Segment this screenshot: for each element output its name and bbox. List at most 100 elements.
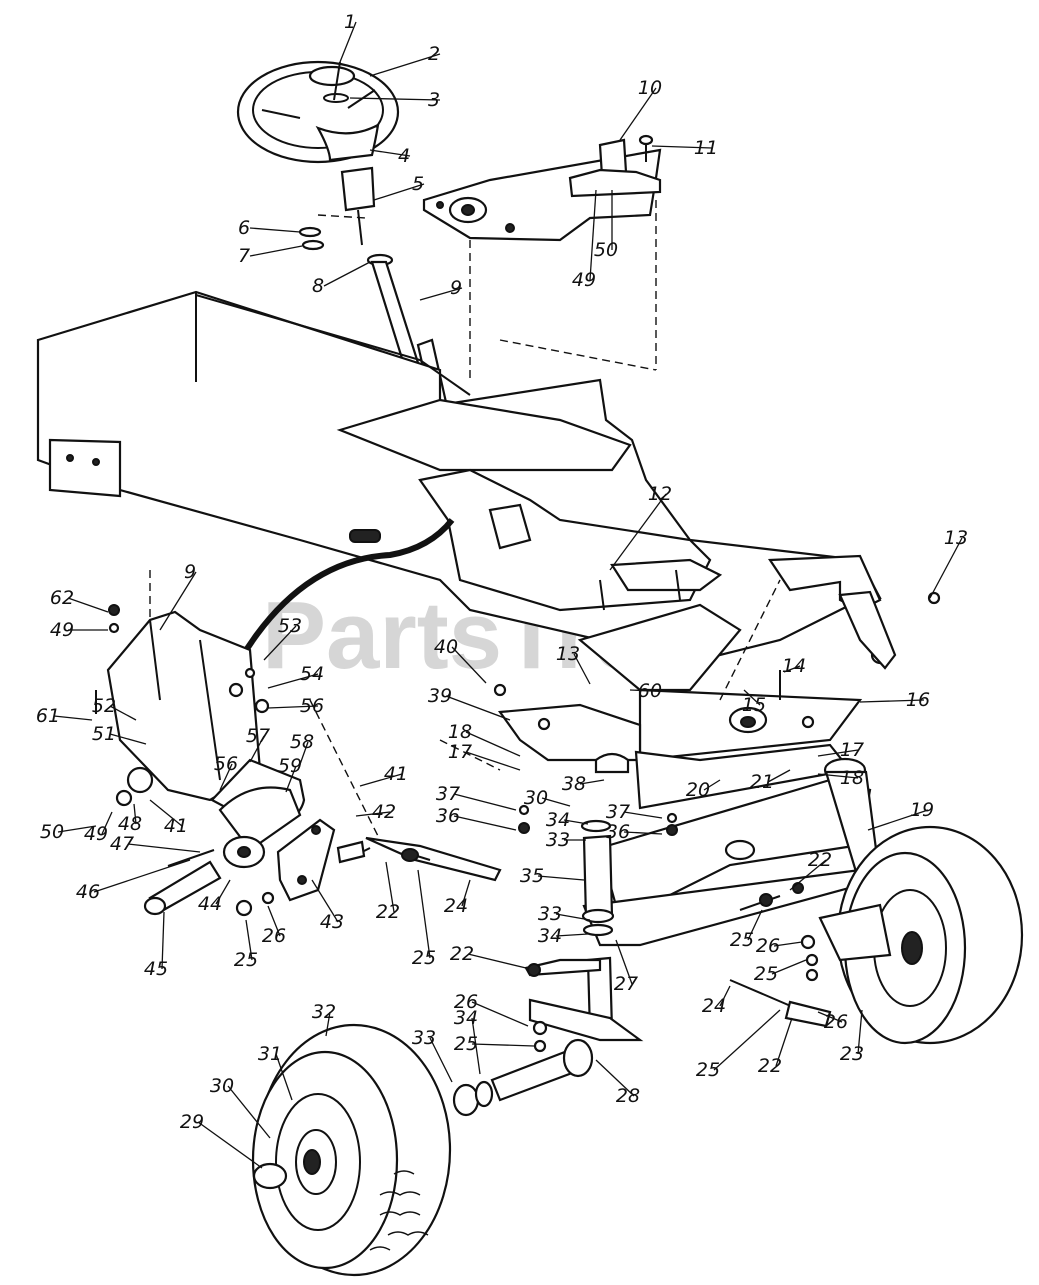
leader-line-c1 [339,21,357,63]
throttle-cable [237,518,455,662]
callout-c36a: 36 [436,805,460,827]
leader-line-c56b [219,763,233,791]
leader-line-c14 [783,665,801,673]
leader-line-c41b [359,773,403,787]
callout-c10: 10 [638,77,662,99]
callout-c8: 8 [312,275,324,297]
leader-line-c17b [817,749,859,757]
dash-support-bracket [422,138,662,242]
leader-line-c9b [159,571,197,631]
callout-c52: 52 [92,695,116,717]
callout-c34c: 34 [454,1007,478,1029]
callout-c26b: 26 [756,935,780,957]
leader-line-c26b [773,941,803,947]
callout-c25f: 25 [454,1033,478,1055]
leader-line-c38 [579,779,605,785]
callout-c34b: 34 [538,925,562,947]
leader-line-c32 [325,1011,331,1037]
callout-c18a: 18 [448,721,472,743]
leader-line-c28 [595,1059,635,1097]
leader-line-c49a [589,189,597,281]
leader-line-c25e [713,1009,781,1071]
callout-c54: 54 [300,663,324,685]
callout-c48: 48 [118,813,142,835]
callout-c33b: 33 [538,903,562,925]
leader-line-c34c [471,1017,481,1075]
leader-line-c46 [93,859,191,893]
leader-line-c36b [623,831,663,835]
wheel-left [251,1023,452,1277]
callout-c28: 28 [616,1085,640,1107]
callout-c49a: 49 [572,269,596,291]
leader-line-c24b [719,985,731,1007]
leader-line-c26c [817,1011,843,1023]
leader-line-c58 [297,741,309,771]
callout-c26a: 26 [262,925,286,947]
callout-c35: 35 [520,865,544,887]
leader-line-c25f [471,1043,535,1047]
leader-line-c19 [867,809,929,831]
callout-c6: 6 [238,217,250,239]
leader-line-c5 [373,183,425,201]
callout-c40: 40 [434,636,458,658]
callout-c31: 31 [258,1043,282,1065]
callout-c9b: 9 [184,561,196,583]
leader-line-c18b [817,773,859,779]
leader-line-c45 [161,911,165,970]
callout-c27: 27 [614,973,638,995]
leader-line-c56a [267,705,319,709]
leader-line-c44 [215,879,231,905]
callout-c25d: 25 [754,963,778,985]
leader-line-c23 [857,1009,863,1055]
steering-wheel [236,60,400,164]
callout-c62: 62 [50,587,74,609]
leader-line-c33c [429,1037,453,1083]
axle-pin-28 [452,1038,594,1117]
leader-lines [53,21,963,1169]
callout-c11: 11 [694,137,718,159]
main-frame [36,290,897,670]
callout-c50a: 50 [594,239,618,261]
callout-c41b: 41 [384,763,408,785]
leader-line-c49c [101,811,113,835]
callout-c20: 20 [686,779,710,801]
leader-line-c13b [573,653,591,685]
tie-rods [349,836,832,1028]
callout-c34a: 34 [546,809,570,831]
callout-c22a: 22 [376,901,400,923]
callout-c36b: 36 [606,821,630,843]
leader-line-c37b [623,811,663,819]
leader-line-c31 [275,1053,293,1101]
callout-c37a: 37 [436,783,460,805]
callout-c17a: 17 [448,741,472,763]
leader-line-c33b [555,913,591,921]
leader-line-c27 [615,939,633,985]
callout-c25a: 25 [234,949,258,971]
leader-line-c7 [249,245,303,257]
callout-c39: 39 [428,685,452,707]
callout-c43: 43 [320,911,344,933]
leader-line-c52 [109,705,137,721]
leader-line-c4 [369,149,411,157]
leader-line-c29 [197,1121,263,1169]
leader-line-c17a [465,751,521,771]
callout-c19: 19 [910,799,934,821]
leader-line-c9a [419,287,463,301]
leader-line-c50b [57,825,97,833]
callout-c29: 29 [180,1111,204,1133]
callout-c51: 51 [92,723,116,745]
callout-c49b: 49 [50,619,74,641]
leader-line-c37a [453,793,517,811]
callout-c22c: 22 [808,849,832,871]
callout-c24a: 24 [444,895,468,917]
callout-c25b: 25 [412,947,436,969]
callout-c1: 1 [344,11,356,33]
leader-line-c12 [609,493,667,571]
callout-c37b: 37 [606,801,630,823]
leader-line-c47 [127,843,201,853]
callout-c41a: 41 [164,815,188,837]
callout-c50b: 50 [40,821,64,843]
washers-6-7 [298,226,325,251]
phantom-lines [309,200,781,841]
